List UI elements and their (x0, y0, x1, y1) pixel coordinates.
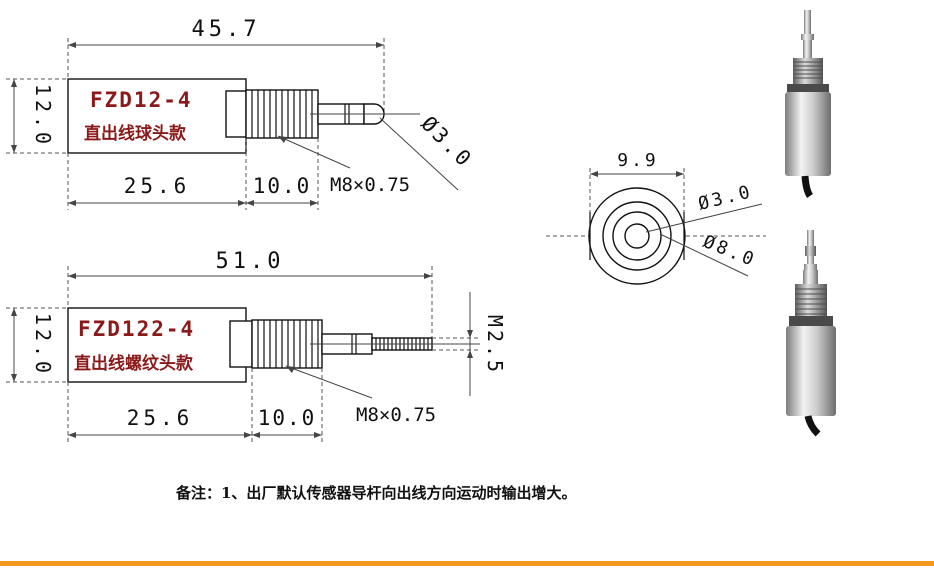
sensor1-model: FZD12-4 (90, 88, 193, 112)
sensor1-height: 12.0 (31, 84, 55, 148)
sensor1-body-length: 25.6 (124, 174, 191, 198)
sensor2-total-length: 51.0 (216, 249, 285, 274)
end-view-inner-diameter: Ø3.0 (696, 181, 755, 215)
sensor2-height: 12.0 (31, 313, 55, 377)
sensor1-thread-length: 10.0 (253, 174, 312, 198)
sensor2-thread-spec: M8×0.75 (356, 404, 436, 426)
end-view-width: 9.9 (617, 150, 659, 171)
sensor2-drawing: 51.0 12.0 FZD122-4 直出线螺纹头款 (6, 249, 507, 442)
sensor1-drawing: 45.7 12.0 FZD12-4 直出线球头款 (6, 17, 478, 210)
end-view-outer-diameter: Ø8.0 (700, 231, 759, 271)
sensor1-thread-spec: M8×0.75 (330, 174, 410, 196)
sensor2-desc: 直出线螺纹头款 (74, 353, 194, 374)
end-view: 9.9 Ø3.0 Ø8.0 (546, 150, 766, 285)
end-view-inner-circle (624, 223, 650, 249)
sensor2-body (67, 307, 247, 383)
product-photo-2 (786, 230, 836, 437)
sensor2-tip-thread: M2.5 (483, 315, 507, 375)
sensor1-desc: 直出线球头款 (84, 123, 187, 144)
sensor2-model: FZD122-4 (78, 317, 195, 341)
note-text: 备注：1、出厂默认传感器导杆向出线方向运动时输出增大。 (175, 484, 576, 502)
sensor2-body-length: 25.6 (127, 406, 194, 430)
sensor1-body (67, 78, 247, 154)
sensor2-thread-length: 10.0 (258, 406, 317, 430)
sensor1-tip-diameter: Ø3.0 (416, 112, 477, 173)
accent-bar (0, 561, 934, 566)
product-photo-1 (785, 10, 831, 198)
sensor1-total-length: 45.7 (192, 17, 261, 42)
